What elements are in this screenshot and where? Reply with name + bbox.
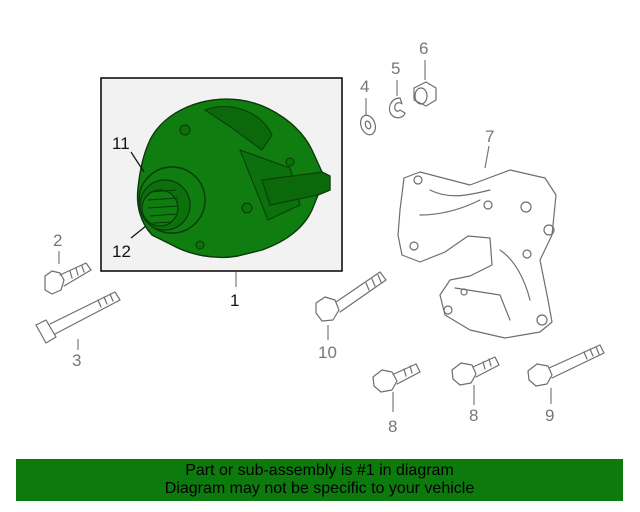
bolt-part-3[interactable] [35, 291, 121, 344]
clip-part-5[interactable] [388, 97, 406, 119]
callout-3: 3 [72, 351, 81, 370]
washer-part-4[interactable] [358, 113, 378, 137]
callout-11: 11 [112, 134, 130, 153]
callout-10: 10 [318, 343, 337, 362]
banner-line-2: Diagram may not be specific to your vehi… [164, 480, 475, 497]
callout-8-left: 8 [388, 417, 397, 436]
callout-6: 6 [419, 39, 428, 58]
info-banner: Part or sub-assembly is #1 in diagram Di… [16, 459, 623, 501]
callout-2: 2 [53, 231, 62, 250]
callout-1: 1 [230, 291, 239, 310]
bracket-part-7[interactable] [397, 169, 557, 339]
bolt-part-9[interactable] [527, 344, 605, 387]
banner-line-1: Part or sub-assembly is #1 in diagram [185, 462, 454, 479]
callout-8-right: 8 [469, 406, 478, 425]
bolt-part-8-right[interactable] [451, 356, 500, 386]
callout-5: 5 [391, 59, 400, 78]
nut-part-6[interactable] [413, 81, 437, 107]
callout-7: 7 [485, 127, 494, 146]
callout-4: 4 [360, 77, 369, 96]
bolt-part-8-left[interactable] [372, 363, 421, 393]
alternator-part-1[interactable] [136, 98, 331, 259]
callout-12: 12 [112, 242, 131, 261]
bolt-part-2[interactable] [44, 262, 92, 295]
callout-9: 9 [545, 406, 554, 425]
bolt-part-10[interactable] [315, 271, 387, 322]
